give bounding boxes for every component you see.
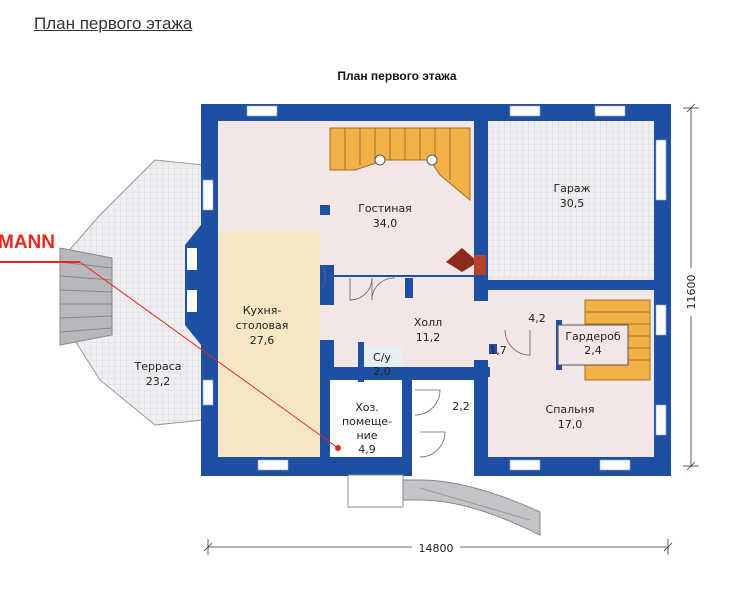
entrance-porch: [347, 474, 541, 536]
room-name-garage: Гараж: [553, 182, 590, 195]
room-area-garage: 30,5: [560, 197, 585, 210]
room-name-wc: С/у: [373, 351, 391, 364]
window: [187, 290, 197, 312]
window: [509, 459, 541, 471]
room-name-closet: Гардероб: [565, 330, 621, 343]
window: [594, 105, 626, 117]
room-area-kitchen: 27,6: [250, 334, 275, 347]
room-name-utility: помеще-: [342, 415, 392, 428]
room-area-hall2: 4,2: [528, 312, 546, 325]
kitchen-room: [218, 231, 320, 457]
room-area-bedroom: 17,0: [558, 418, 583, 431]
column: [489, 344, 497, 354]
room-area-terrace: 23,2: [146, 375, 171, 388]
marker-line: [79, 261, 339, 449]
room-name-utility: ние: [356, 429, 377, 442]
dimension-height: 11600: [683, 103, 699, 471]
page-heading: План первого этажа: [34, 14, 193, 33]
fireplace: [446, 248, 486, 275]
room-name-kitchen: Кухня-: [243, 304, 282, 317]
window: [202, 179, 214, 211]
window: [246, 105, 278, 117]
window: [509, 105, 541, 117]
room-area-living: 34,0: [373, 217, 398, 230]
window: [655, 304, 667, 336]
room-name-utility: Хоз.: [355, 401, 379, 414]
column: [320, 205, 330, 215]
room-name-hall: Холл: [414, 316, 442, 329]
marker-dot: [335, 445, 341, 451]
window: [655, 139, 667, 201]
room-area-vestibule: 2,2: [452, 400, 470, 413]
plan-title: План первого этажа: [337, 69, 456, 83]
terrace: [59, 159, 204, 426]
staircase-main: [329, 127, 471, 202]
watermark: MANN: [0, 232, 55, 253]
room-area-utility: 4,9: [358, 443, 376, 456]
dimension-height-label: 11600: [685, 275, 698, 310]
vestibule-room: [412, 380, 474, 477]
room-name-terrace: Терраса: [134, 360, 182, 373]
garage-room: [484, 121, 654, 280]
door-swings: [321, 264, 531, 458]
room-name-living: Гостиная: [358, 202, 412, 215]
dimension-width: 14800: [203, 539, 673, 555]
bay-window: [185, 225, 218, 345]
window: [599, 459, 631, 471]
staircase-secondary: [557, 299, 651, 381]
window: [202, 379, 214, 406]
room-name-kitchen: столовая: [236, 319, 289, 332]
room-area-wc: 2,0: [373, 365, 391, 378]
bedroom-room: [488, 367, 654, 457]
room-name-bedroom: Спальня: [546, 403, 595, 416]
room-area-hall: 11,2: [416, 331, 441, 344]
utility-room: [330, 380, 402, 457]
window: [257, 459, 289, 471]
window: [655, 404, 667, 436]
window: [187, 248, 197, 270]
room-area-small: 1,7: [489, 344, 507, 357]
room-area-closet: 2,4: [584, 344, 602, 357]
dimension-width-label: 14800: [419, 542, 454, 555]
